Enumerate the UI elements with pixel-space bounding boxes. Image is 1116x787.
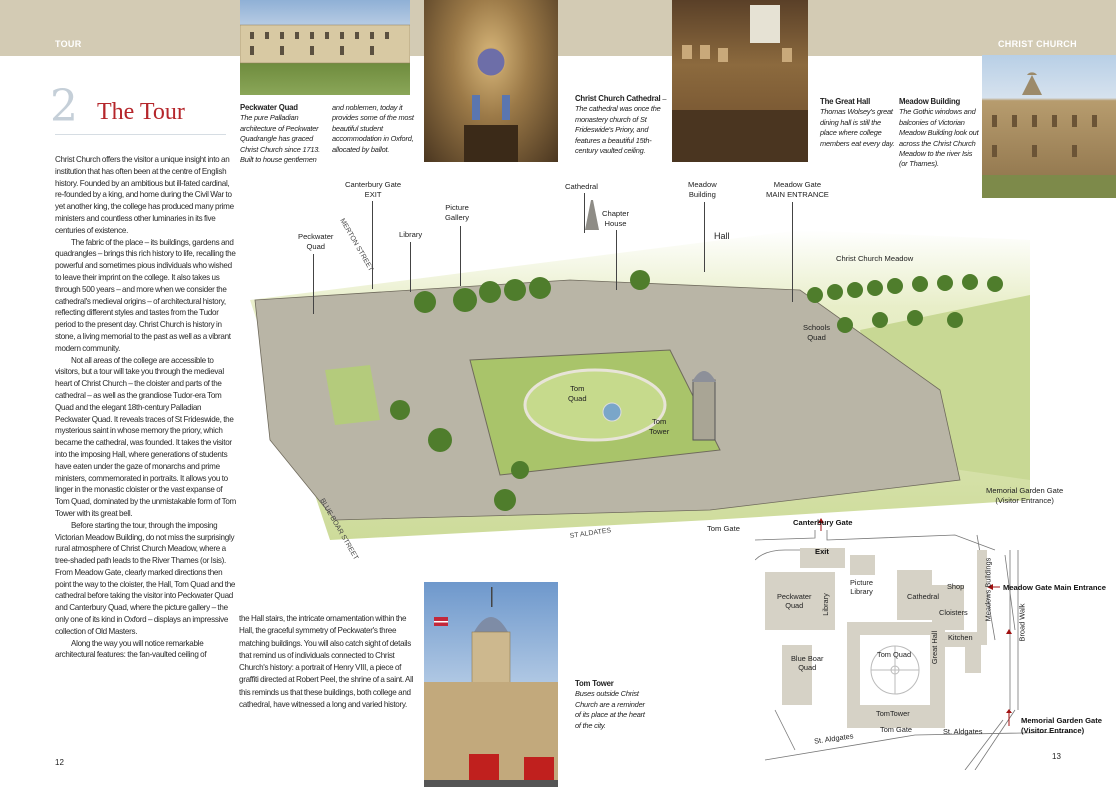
caption-title: Christ Church Cathedral — [575, 94, 661, 103]
tom-tower — [692, 379, 716, 441]
page-number-right: 13 — [1052, 752, 1061, 761]
caption-title: The Great Hall — [820, 97, 871, 106]
caption-text: The pure Palladian architecture of Peckw… — [240, 113, 321, 165]
paragraph: Before starting the tour, through the im… — [55, 520, 236, 636]
caption-title: Tom Tower — [575, 679, 614, 688]
plan-buildings — [765, 548, 987, 728]
plan-shop: Shop — [947, 582, 965, 591]
paragraph: The fabric of the place – its buildings,… — [55, 237, 236, 353]
plan-tom-quad-paths — [870, 645, 920, 695]
caption-text: Buses outside Christ Church are a remind… — [575, 689, 645, 730]
plan-canterbury-gate: Canterbury Gate — [793, 518, 853, 527]
street-label-st-aldates: ST ALDATES — [569, 527, 612, 540]
label-tom-gate: Tom Gate — [707, 524, 740, 533]
paragraph: the Hall stairs, the intricate ornamenta… — [239, 614, 414, 710]
leader-line — [792, 202, 793, 302]
leader-line — [704, 202, 705, 272]
leader-line — [584, 193, 585, 233]
plan-library: Library — [820, 593, 830, 616]
plan-cathedral: Cathedral — [907, 592, 940, 601]
caption-text: The Gothic windows and balconies of Vict… — [899, 107, 979, 169]
plan-tom-gate: Tom Gate — [880, 725, 913, 734]
paragraph: Along the way you will notice remarkable… — [55, 638, 207, 660]
plan-st-aldates-right: St. Aldgates — [943, 727, 983, 736]
cathedral-spire — [585, 200, 599, 230]
chapter-title: The Tour — [97, 99, 185, 125]
body-column-2: the Hall stairs, the intricate ornamenta… — [239, 613, 419, 711]
label-hall: Hall — [714, 231, 730, 241]
caption-title: Peckwater Quad — [240, 103, 298, 112]
plan-memorial-garden-gate: Memorial Garden Gate(Visitor Entrance) — [1021, 716, 1103, 735]
plan-meadow-gate: Meadow Gate Main Entrance — [1003, 583, 1106, 592]
leader-line — [410, 242, 411, 292]
body-column-1: Christ Church offers the visitor a uniqu… — [55, 154, 236, 661]
leader-line — [372, 201, 373, 289]
leader-line — [460, 226, 461, 286]
peckwater-quad-photo — [240, 0, 410, 95]
quad-circle-lawn — [523, 368, 667, 442]
trees — [390, 270, 1003, 511]
cathedral-interior-photo — [424, 0, 558, 162]
section-label-right: CHRIST CHURCH — [998, 39, 1077, 49]
entrance-arrow-icons — [818, 518, 1012, 726]
title-divider — [55, 134, 226, 135]
caption-text: –The cathedral was once the monastery ch… — [575, 94, 667, 156]
tom-tower-dome — [692, 371, 716, 382]
label-cathedral: Cathedral — [565, 182, 598, 191]
caption-title: Meadow Building — [899, 97, 961, 106]
page-number-left: 12 — [55, 758, 64, 767]
section-label: TOUR — [55, 39, 82, 49]
caption-peckwater-cont: and noblemen, today it provides some of … — [332, 103, 414, 154]
label-memorial-garden-gate: Memorial Garden Gate(Visitor Entrance) — [986, 486, 1064, 505]
site-plan-map — [755, 518, 1076, 770]
paragraph: Not all areas of the college are accessi… — [55, 355, 236, 518]
header-band-right: CHRIST CHURCH — [808, 0, 1116, 56]
leader-line — [313, 254, 314, 314]
great-hall-photo — [672, 0, 808, 162]
plan-exit: Exit — [815, 547, 829, 556]
street-label-merton: MERTON STREET — [338, 218, 374, 274]
plan-cloisters: Cloisters — [939, 608, 968, 617]
fountain — [602, 402, 622, 422]
meadow-building-photo — [982, 55, 1116, 198]
plan-meadows-buildings: Meadows Buildings — [983, 557, 993, 622]
label-library: Library — [399, 230, 423, 239]
plan-great-hall: Great Hall — [930, 630, 940, 665]
chapter-number: 2 — [50, 81, 78, 132]
tom-tower-photo — [424, 582, 558, 787]
plan-tom-tower: TomTower — [876, 709, 910, 718]
header-band-middle — [558, 0, 672, 56]
peckwater-lawn — [325, 365, 380, 425]
caption-cathedral: Christ Church Cathedral –The cathedral w… — [575, 94, 667, 156]
leader-line — [616, 230, 617, 290]
label-christ-church-meadow: Christ Church Meadow — [836, 254, 914, 263]
plan-kitchen: Kitchen — [948, 633, 973, 642]
caption-text: Thomas Wolsey's great dining hall is sti… — [820, 107, 895, 148]
plan-broad-walk: Broad Walk — [1017, 603, 1027, 642]
paragraph: Christ Church offers the visitor a uniqu… — [55, 155, 234, 235]
aerial-illustration: BLUE BOAR STREET MERTON STREET ST ALDATE… — [250, 200, 1030, 562]
plan-tom-quad: Tom Quad — [877, 650, 912, 659]
plan-roads — [755, 530, 1076, 770]
